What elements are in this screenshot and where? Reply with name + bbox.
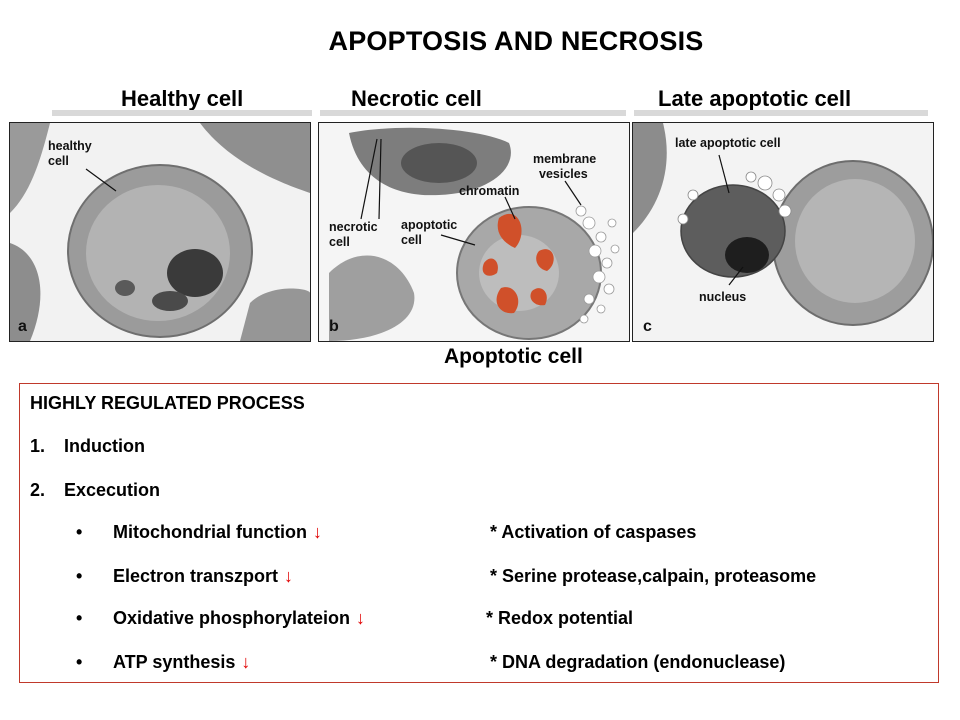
bullet: • (76, 652, 83, 672)
item-dna-degradation: * DNA degradation (endonuclease) (490, 652, 786, 672)
page-title: APOPTOSIS AND NECROSIS (328, 26, 704, 56)
panel-letter-a: a (18, 318, 27, 335)
panel-letter-b: b (329, 318, 339, 335)
item-atp-synthesis: ATP synthesis↓ (113, 652, 251, 672)
micrograph-healthy-cell: healthy cell a (9, 122, 311, 342)
micrograph-late-apoptotic: late apoptotic cell nucleus c (632, 122, 934, 342)
heading-necrotic-cell: Necrotic cell (351, 86, 482, 111)
panel-letter-c: c (643, 318, 652, 335)
heading-healthy-cell: Healthy cell (121, 86, 244, 111)
step-induction: Induction (64, 436, 145, 456)
label-healthy: healthy (48, 139, 92, 153)
label-apoptotic-cell: cell (401, 233, 422, 247)
bullet: • (76, 608, 83, 628)
label-nucleus: nucleus (699, 290, 746, 304)
item-redox-potential: * Redox potential (486, 608, 634, 628)
step-number: 1. (30, 436, 46, 456)
down-arrow-icon: ↓ (312, 522, 322, 542)
label-late-apoptotic-cell: late apoptotic cell (675, 136, 781, 150)
label-vesicles: vesicles (539, 167, 588, 181)
label-chromatin: chromatin (459, 184, 519, 198)
down-arrow-icon: ↓ (241, 652, 251, 672)
heading-late-apoptotic-cell: Late apoptotic cell (658, 86, 852, 111)
header-strip (634, 110, 928, 116)
bullet: • (76, 522, 83, 542)
item-serine-protease: * Serine protease,calpain, proteasome (490, 566, 817, 586)
step-number: 2. (30, 480, 46, 500)
item-activation-of-caspases: * Activation of caspases (490, 522, 697, 542)
label-necrotic-cell: cell (329, 235, 350, 249)
bullet: • (76, 566, 83, 586)
item-oxidative-phosphorylation: Oxidative phosphorylateion↓ (113, 608, 366, 628)
process-heading: HIGHLY REGULATED PROCESS (30, 393, 305, 413)
item-electron-transport: Electron transzport↓ (113, 566, 294, 586)
apoptotic-cell-caption: Apoptotic cell (444, 345, 583, 368)
process-box (19, 383, 939, 683)
label-necrotic: necrotic (329, 220, 378, 234)
header-strip (52, 110, 312, 116)
item-mitochondrial-function: Mitochondrial function↓ (113, 522, 322, 542)
label-apoptotic: apoptotic (401, 218, 457, 232)
label-membrane: membrane (533, 152, 596, 166)
down-arrow-icon: ↓ (356, 608, 366, 628)
header-strip (320, 110, 626, 116)
down-arrow-icon: ↓ (284, 566, 294, 586)
label-cell: cell (48, 154, 69, 168)
micrograph-necrotic-apoptotic: necrotic cell apoptotic cell chromatin m… (318, 122, 630, 342)
step-execution: Excecution (64, 480, 161, 500)
